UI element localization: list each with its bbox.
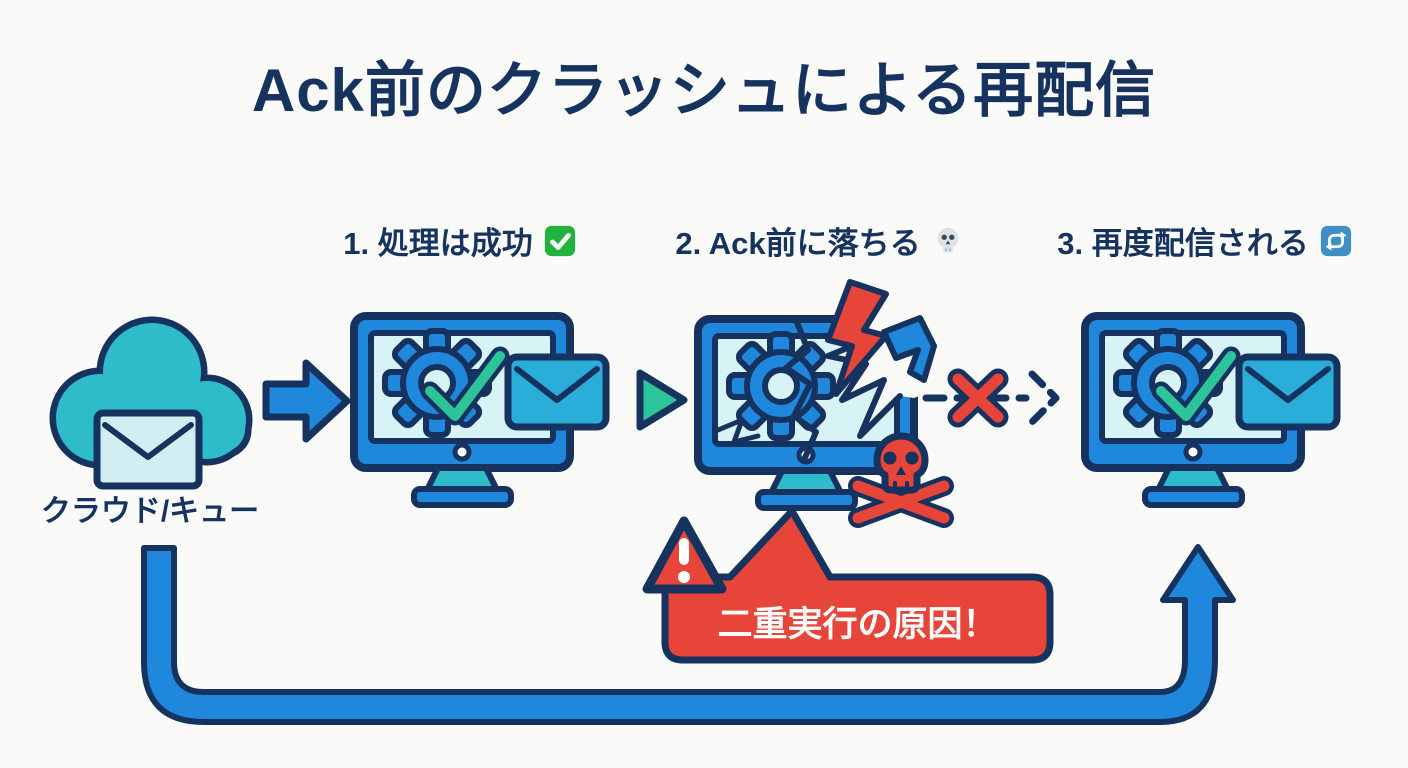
warning-triangle-icon xyxy=(642,516,727,594)
page-title: Ack前のクラッシュによる再配信 xyxy=(251,57,1157,124)
x-mark-icon xyxy=(947,368,1009,428)
broken-frame-piece xyxy=(881,315,937,383)
callout-text: 二重実行の原因！ xyxy=(717,604,998,644)
flow-arrow-icon xyxy=(262,359,351,443)
computer-2-crashed xyxy=(694,279,954,528)
check-mark-emoji xyxy=(544,225,575,256)
lightning-icon xyxy=(825,279,889,397)
screen-crack xyxy=(783,317,819,463)
screen-crack-small xyxy=(715,417,761,445)
step-1-text: 1. 処理は成功 xyxy=(343,226,533,261)
step-3-label: 3. 再度配信される xyxy=(1020,218,1390,263)
computer-1-success xyxy=(354,316,606,505)
step-arrow-icon xyxy=(636,369,688,431)
step-1-label: 1. 処理は成功 xyxy=(320,218,600,263)
cloud-queue-icon xyxy=(49,316,253,490)
step-2-label: 2. Ack前に落ちる xyxy=(660,218,980,263)
callout-bubble xyxy=(642,507,1054,664)
queue-envelope-icon xyxy=(93,409,203,490)
step-2-text: 2. Ack前に落ちる xyxy=(675,226,921,261)
skull-crossbones-icon xyxy=(848,432,954,528)
redelivery-loop-arrow xyxy=(141,544,1236,725)
blocked-dashed-arrow xyxy=(922,368,1060,428)
step-3-text: 3. 再度配信される xyxy=(1057,226,1309,261)
skull-emoji xyxy=(937,227,958,252)
repeat-arrows-emoji xyxy=(1320,225,1351,256)
computer-3-redelivered xyxy=(1085,316,1337,505)
cloud-queue-label: クラウド/キュー xyxy=(40,495,260,528)
